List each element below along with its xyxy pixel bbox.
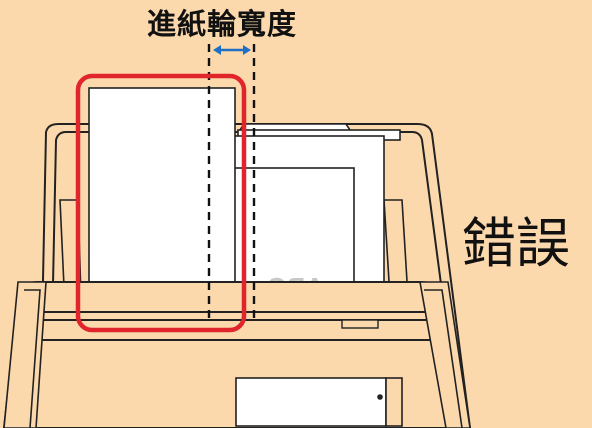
paper-sheet-front xyxy=(88,87,236,319)
error-label: 錯誤 xyxy=(462,212,570,275)
feed-roller-width-label: 進紙輪寬度 xyxy=(147,7,298,41)
feed-slot xyxy=(341,319,379,329)
output-window xyxy=(235,377,403,427)
double-arrow-icon xyxy=(213,45,251,55)
scanner-side-panel xyxy=(419,281,471,428)
feed-width-guides xyxy=(207,44,256,318)
scanner-left-panel xyxy=(3,281,47,428)
highlight-box xyxy=(75,73,247,333)
